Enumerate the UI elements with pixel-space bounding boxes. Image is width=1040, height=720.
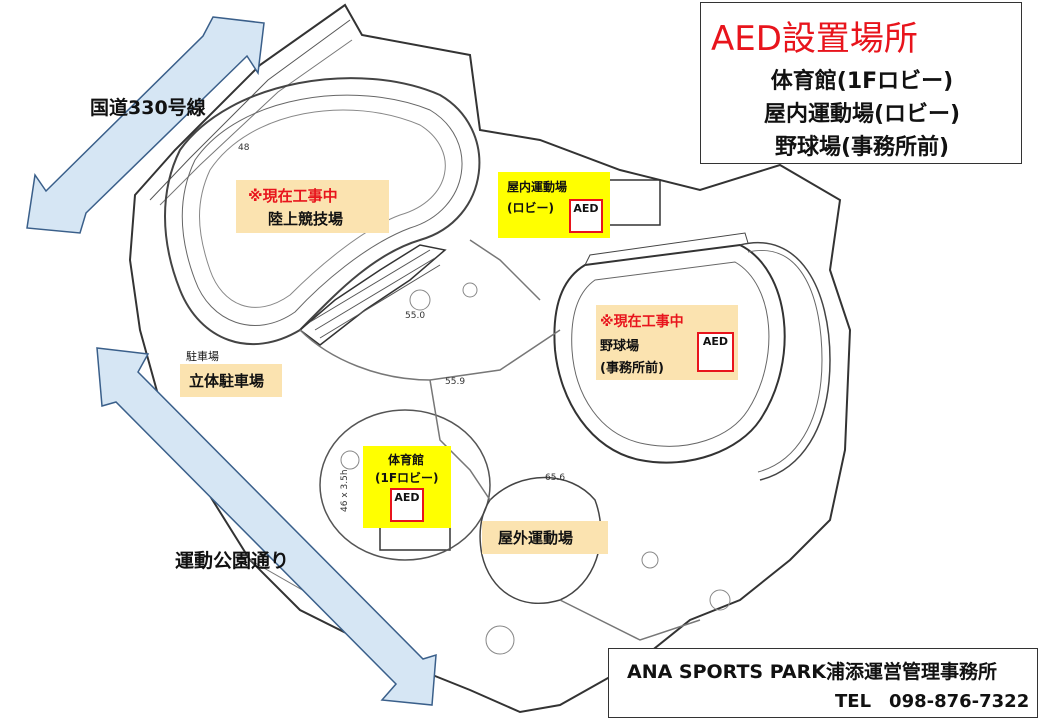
- park-street-arrow: [96, 347, 437, 706]
- parking-small-label: 駐車場: [186, 350, 219, 363]
- aed-icon: AED: [702, 335, 729, 348]
- gym-name: 体育館: [388, 453, 425, 467]
- map-mark-4: 46 x 3.5h: [340, 469, 350, 512]
- legend-line-baseball: 野球場(事務所前): [774, 135, 950, 160]
- map-mark-5: 55.9: [445, 377, 465, 387]
- aed-marker-indoor: AED: [569, 199, 603, 233]
- stadium-name: 陸上競技場: [268, 210, 344, 228]
- stadium-track: [164, 77, 481, 346]
- gym-label-box: 体育館 (1Fロビー) AED: [363, 446, 451, 528]
- aed-legend-box: AED設置場所 体育館(1Fロビー) 屋内運動場(ロビー) 野球場(事務所前): [700, 2, 1022, 164]
- park-street-label: 運動公園通り: [175, 550, 290, 572]
- office-name: ANA SPORTS PARK浦添運営管理事務所: [627, 661, 997, 683]
- aed-icon: AED: [573, 202, 599, 215]
- aed-marker-baseball: AED: [697, 332, 734, 372]
- route330-label: 国道330号線: [90, 97, 206, 119]
- map-mark-1: 48: [238, 143, 250, 153]
- legend-title: AED設置場所: [711, 19, 918, 59]
- baseball-notice: ※現在工事中: [600, 314, 684, 330]
- legend-line-gym: 体育館(1Fロビー): [770, 69, 954, 94]
- outdoor-field-label-box: 屋外運動場: [482, 521, 608, 554]
- legend-line-indoor: 屋内運動場(ロビー): [763, 102, 961, 127]
- outdoor-field: [479, 476, 602, 605]
- baseball-name: 野球場: [600, 339, 640, 354]
- aed-marker-gym: AED: [390, 488, 424, 522]
- stadium-label-box: ※現在工事中 陸上競技場: [236, 180, 389, 233]
- stadium-notice: ※現在工事中: [248, 187, 338, 205]
- indoor-hall-name: 屋内運動場: [507, 180, 568, 194]
- indoor-hall-label-box: 屋内運動場 (ロビー) AED: [498, 172, 610, 238]
- route330-arrow: [26, 16, 265, 234]
- office-phone: TEL 098-876-7322: [835, 691, 1030, 712]
- map-mark-3: 65.6: [545, 473, 565, 483]
- indoor-hall-location: (ロビー): [507, 201, 554, 215]
- parking-label-box: 立体駐車場: [180, 364, 282, 397]
- contact-box: ANA SPORTS PARK浦添運営管理事務所 TEL 098-876-732…: [608, 648, 1038, 718]
- aed-icon: AED: [394, 491, 420, 504]
- map-mark-2: 55.0: [405, 311, 425, 321]
- parking-name: 立体駐車場: [189, 372, 265, 390]
- gym-location: (1Fロビー): [375, 471, 439, 485]
- baseball-location: (事務所前): [600, 361, 664, 376]
- baseball-label-box: ※現在工事中 野球場 (事務所前) AED: [596, 305, 738, 380]
- baseball-stadium: [553, 243, 786, 464]
- outdoor-field-name: 屋外運動場: [498, 529, 574, 547]
